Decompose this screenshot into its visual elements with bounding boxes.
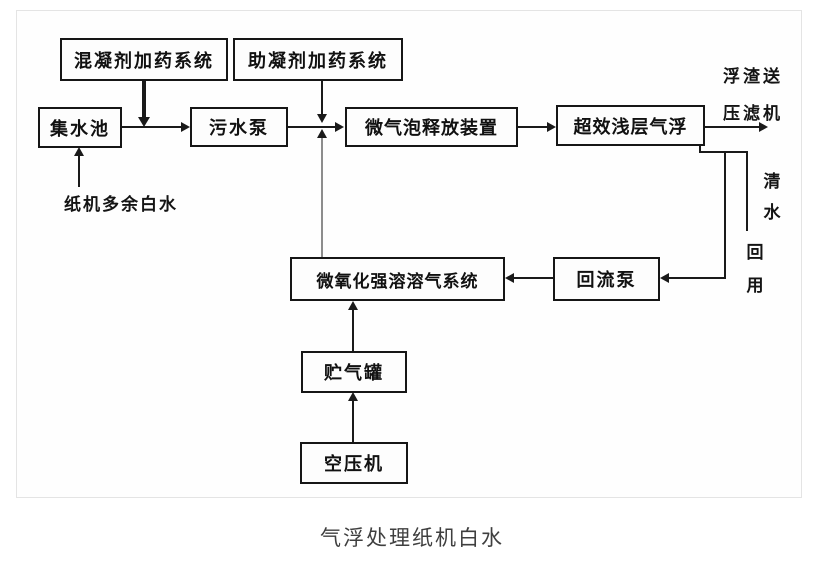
node-dissolved-air-system: 微氧化强溶溶气系统	[290, 257, 505, 301]
node-sewage-pump: 污水泵	[190, 107, 288, 147]
flow-line-recycle-to-reflux	[669, 277, 726, 279]
arrowhead-whitewater-to-sump	[74, 147, 84, 156]
flow-line-release-to-daf	[518, 126, 548, 128]
arrowhead-tank-to-saturation	[348, 301, 358, 310]
flow-line-dissolved-air-riser	[321, 138, 323, 257]
flow-line-sump-to-pump	[122, 126, 183, 128]
arrowhead-sump-to-pump	[181, 122, 190, 132]
arrowhead-flocculant-down	[317, 114, 327, 123]
node-collection-sump: 集水池	[38, 107, 122, 148]
label-reuse: 回用	[746, 243, 764, 295]
label-scum-to-line1: 浮渣送	[723, 67, 783, 86]
flow-line-clean-water-out	[746, 151, 748, 231]
flow-line-coagulant-down	[142, 81, 146, 118]
label-filter-press-line2: 压滤机	[723, 104, 783, 123]
node-flocculant-dosing-system: 助凝剂加药系统	[233, 38, 403, 81]
label-paper-machine-white-water: 纸机多余白水	[64, 195, 178, 214]
arrowhead-daf-to-filter-press	[759, 122, 768, 132]
flow-line-pump-to-release	[288, 126, 336, 128]
arrowhead-pump-to-release	[335, 122, 344, 132]
flow-line-compressor-to-tank	[352, 400, 354, 442]
flow-line-daf-outlet-header	[699, 151, 748, 153]
flow-line-recycle-drop	[724, 151, 726, 279]
flow-line-daf-to-filter-press	[705, 126, 760, 128]
flow-line-daf-outlet-stub	[699, 146, 701, 153]
arrowhead-dissolved-air-up	[317, 129, 327, 138]
diagram-panel	[16, 10, 802, 498]
flow-line-tank-to-saturation	[352, 309, 354, 351]
arrowhead-release-to-daf	[547, 122, 556, 132]
diagram-caption: 气浮处理纸机白水	[320, 527, 504, 550]
arrowhead-coagulant-down	[138, 117, 150, 127]
node-coagulant-dosing-system: 混凝剂加药系统	[60, 38, 228, 81]
arrowhead-recycle-to-reflux	[660, 273, 669, 283]
flow-line-flocculant-down	[321, 81, 323, 114]
node-reflux-pump: 回流泵	[553, 257, 660, 301]
node-shallow-layer-daf: 超效浅层气浮	[556, 105, 705, 146]
flow-line-reflux-to-saturation	[514, 277, 553, 279]
label-clean-water: 清水	[763, 172, 781, 222]
flow-line-whitewater-to-sump	[78, 155, 80, 187]
arrowhead-compressor-to-tank	[348, 392, 358, 401]
arrowhead-reflux-to-saturation	[505, 273, 514, 283]
node-gas-storage-tank: 贮气罐	[301, 351, 407, 393]
node-air-compressor: 空压机	[300, 442, 408, 484]
node-microbubble-release-device: 微气泡释放装置	[345, 107, 518, 147]
